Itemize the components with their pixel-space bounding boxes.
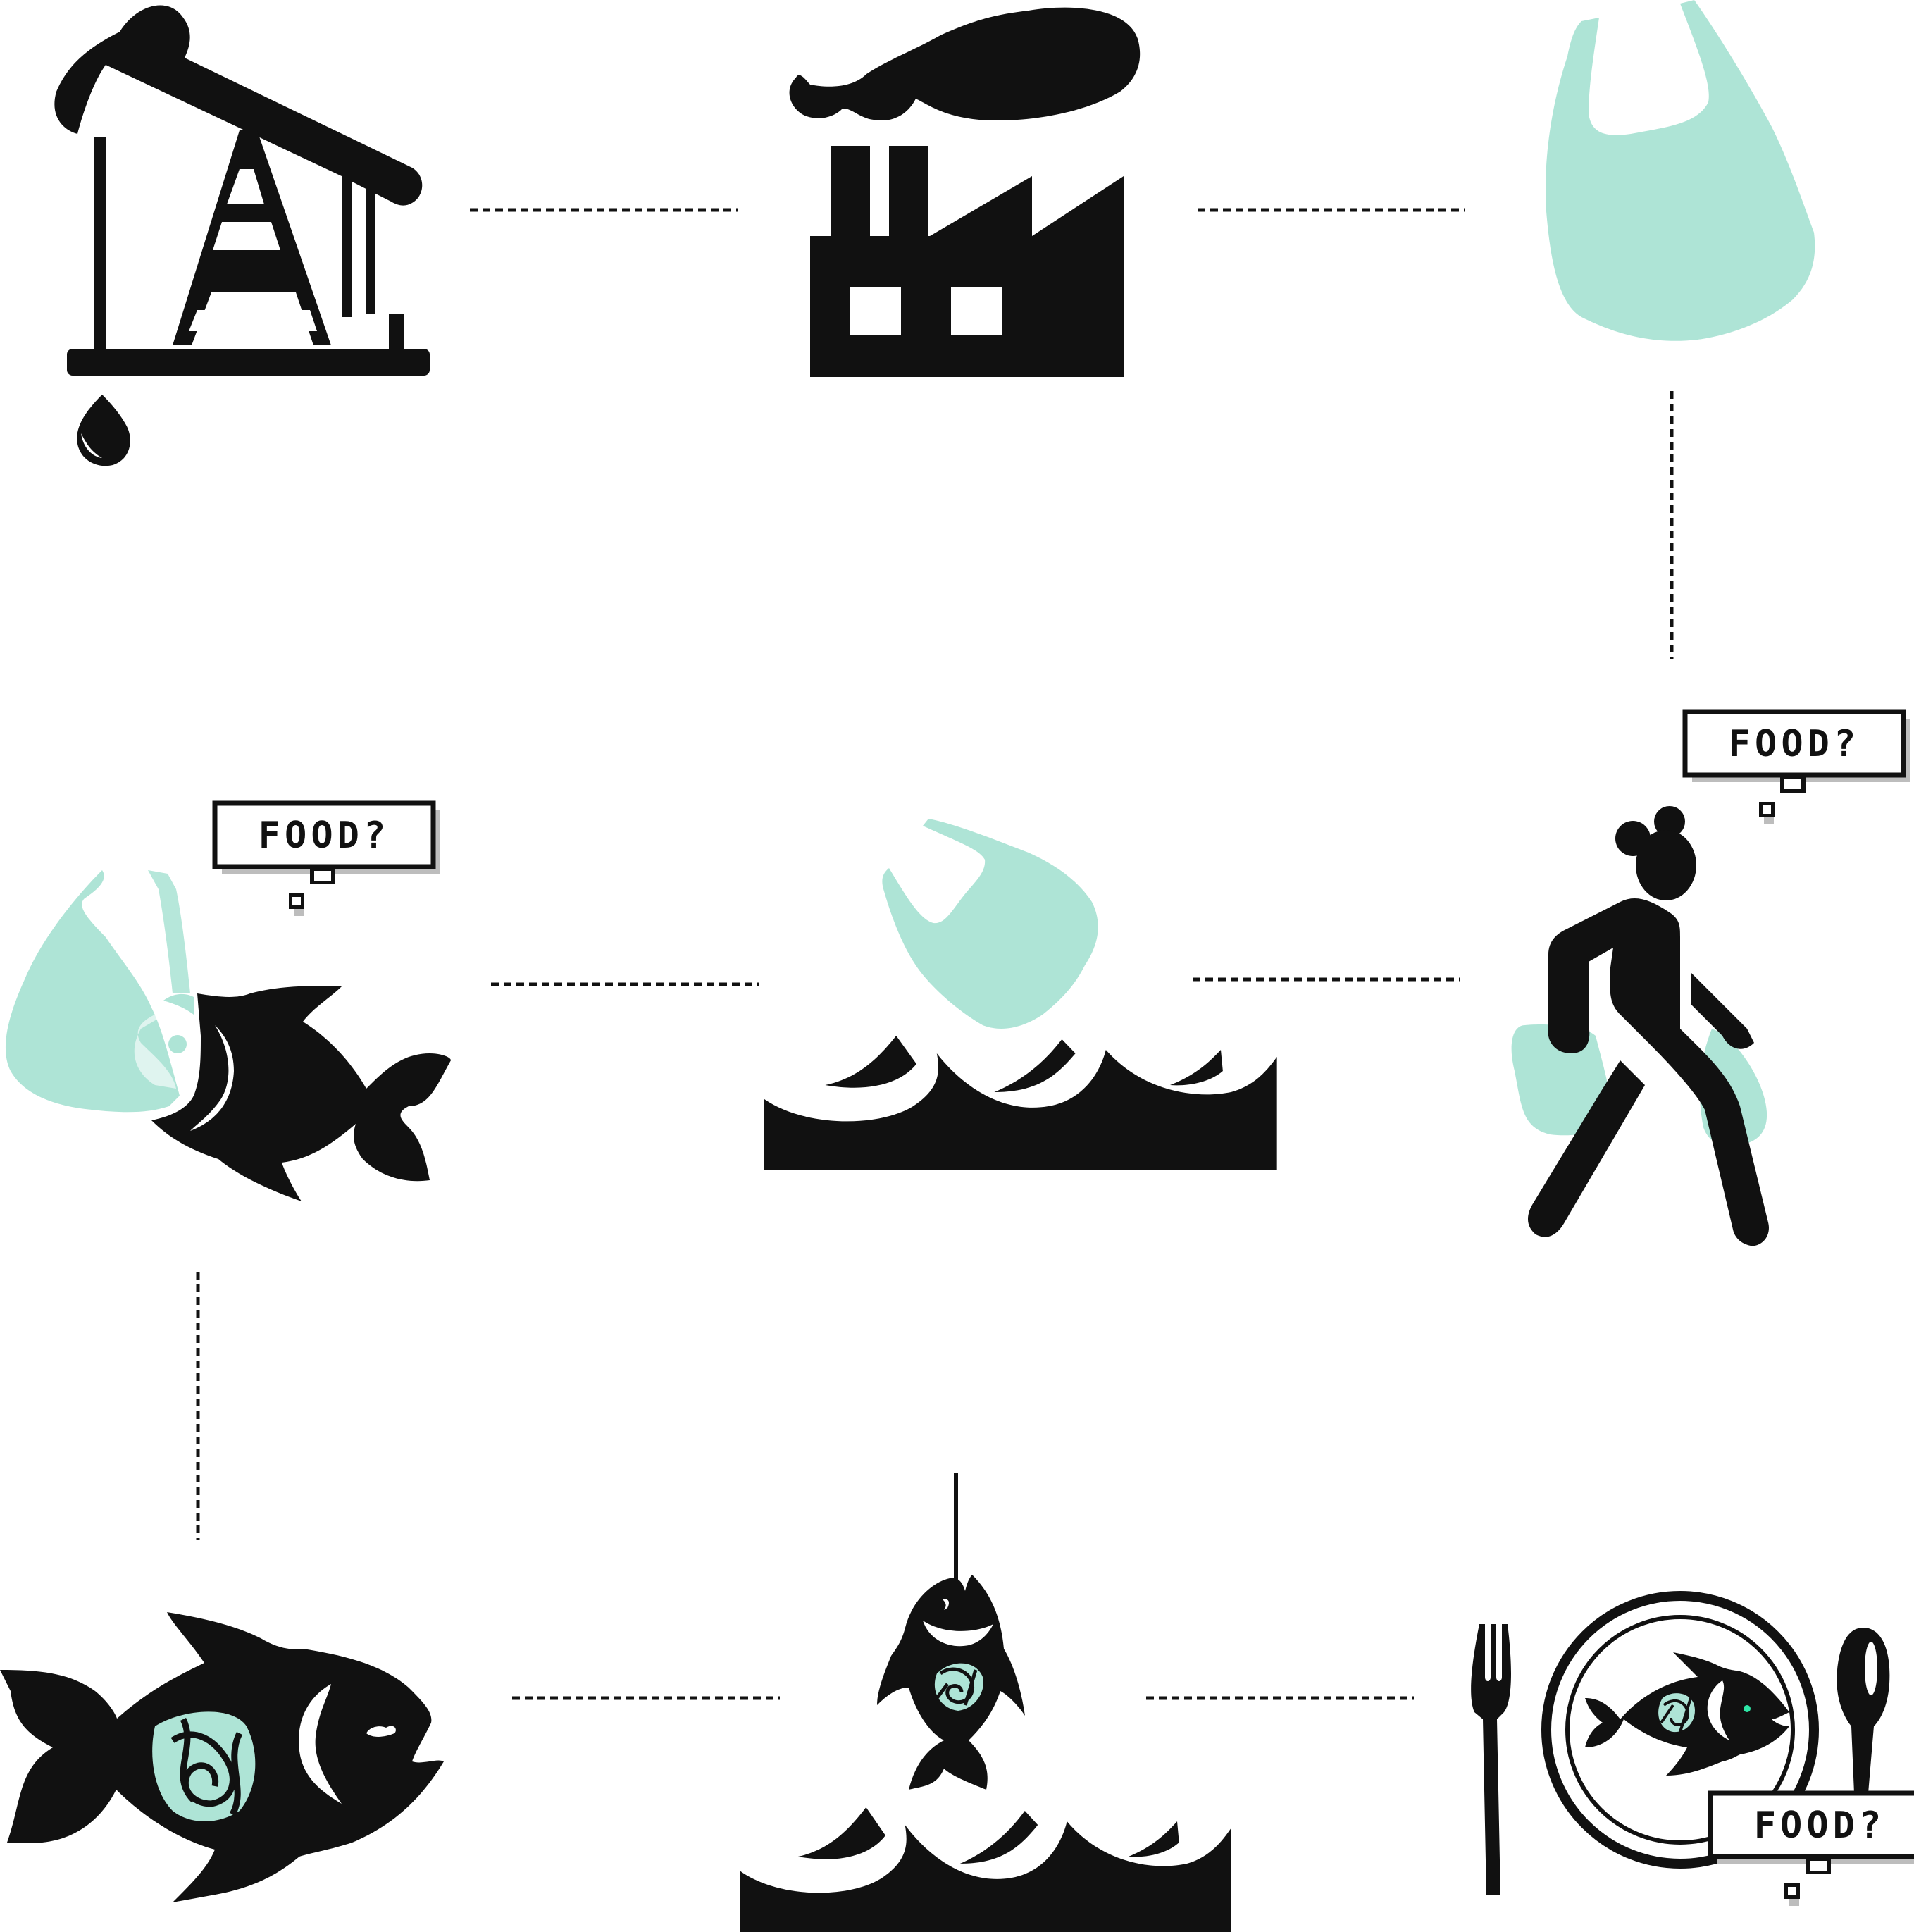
fish-with-plastic-inside-icon	[0, 1612, 444, 1902]
fish-on-plate-icon	[1471, 1591, 1890, 1895]
fish-on-hook-icon	[740, 1473, 1231, 1932]
thought-bubble-shopper: FOOD?	[1685, 712, 1910, 824]
oil-pump-icon	[54, 5, 430, 466]
bubble-label-shopper: FOOD?	[1729, 723, 1860, 765]
fish-eating-bag-icon	[5, 870, 451, 1201]
thought-bubble-fish: FOOD?	[215, 803, 440, 916]
plastic-bag-icon	[1546, 0, 1815, 341]
bubble-label-diner: FOOD?	[1754, 1804, 1886, 1847]
factory-icon	[789, 7, 1141, 377]
bubble-label-fish: FOOD?	[259, 815, 390, 857]
shopper-with-bags-icon	[1511, 806, 1769, 1246]
bag-in-ocean-icon	[764, 819, 1277, 1170]
connectors	[196, 208, 1674, 1700]
thought-bubble-diner: FOOD?	[1710, 1793, 1914, 1906]
